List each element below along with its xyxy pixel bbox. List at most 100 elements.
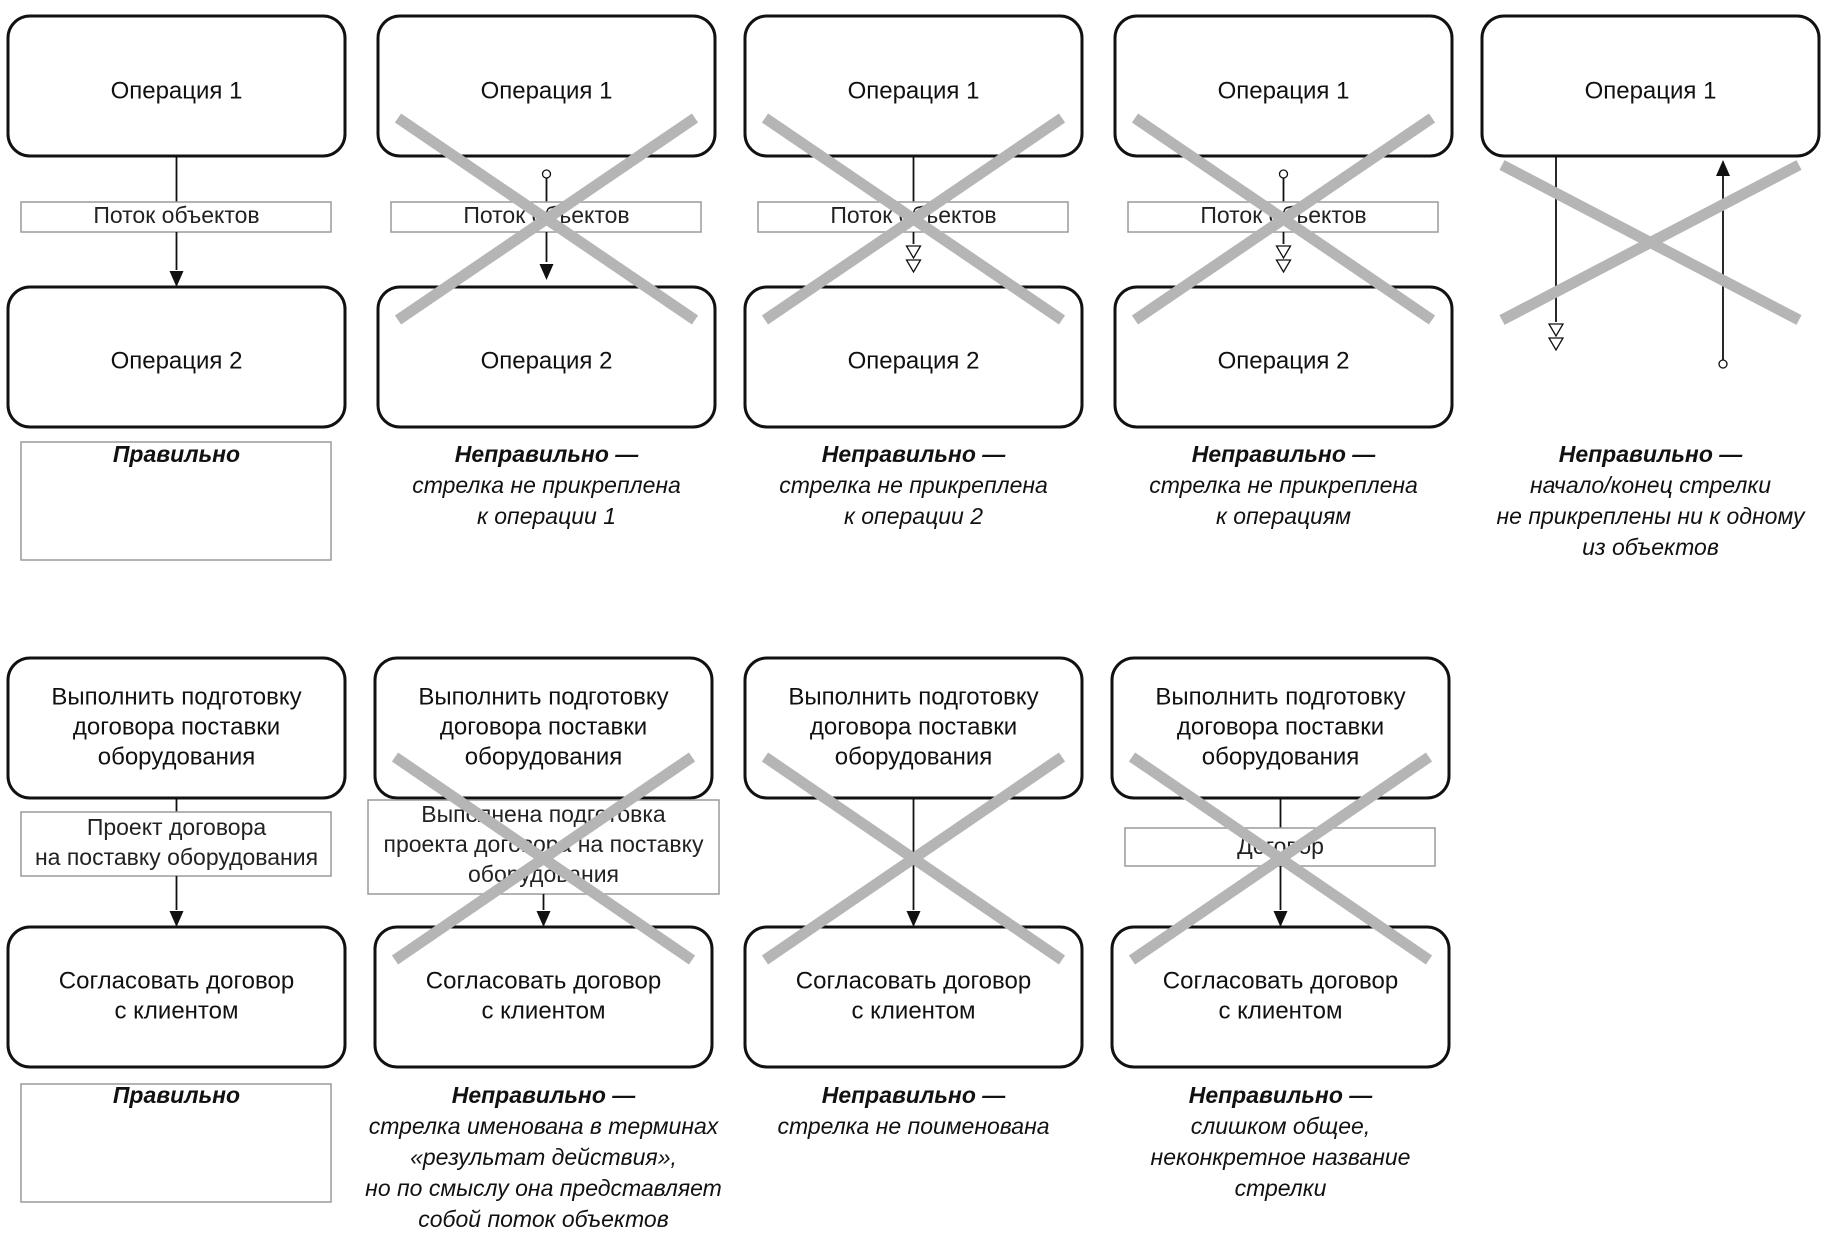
operation-1-label: договора поставки — [73, 713, 280, 740]
cross-stroke — [761, 752, 1066, 965]
flow-label-box — [367, 799, 720, 895]
operation-1-label: оборудования — [835, 743, 993, 770]
cross-stroke — [394, 113, 699, 325]
operation-2-label: Согласовать договор — [796, 967, 1031, 994]
verdict-title: Неправильно — — [1189, 1082, 1374, 1108]
cross-out-mark — [394, 113, 699, 325]
verdict-line: стрелка именована в терминах — [369, 1113, 720, 1139]
operation-1-label: Выполнить подготовку — [418, 683, 668, 710]
verdict-line: не прикреплены ни к одному — [1497, 503, 1806, 529]
operation-1-label: Операция 1 — [1218, 77, 1350, 104]
cross-stroke — [1499, 160, 1802, 325]
operation-2-label: Операция 2 — [1218, 347, 1350, 374]
verdict-title: Правильно — [113, 1082, 240, 1108]
verdict-line: стрелка не прикреплена — [412, 472, 681, 498]
flow-label: на поставку оборудования — [35, 844, 318, 870]
flow-label: Поток объектов — [93, 202, 259, 228]
hollow-arrowhead — [905, 245, 922, 260]
operation-1-label: Операция 1 — [848, 77, 980, 104]
arrowhead-icon — [169, 911, 184, 927]
verdict-line: к операции 2 — [844, 503, 983, 529]
flow-label-box — [20, 811, 332, 877]
hollow-arrowhead-icon — [905, 245, 922, 274]
operation-1-box — [376, 14, 717, 158]
verdict-line: собой поток объектов — [418, 1206, 668, 1232]
arrowhead-up-icon — [1716, 160, 1730, 176]
arrowhead-icon — [906, 911, 921, 927]
operation-1-label: Выполнить подготовку — [788, 683, 1038, 710]
verdict-line: стрелка не прикреплена — [1149, 472, 1418, 498]
hollow-arrowhead — [1547, 337, 1565, 352]
operation-2-label: с клиентом — [481, 997, 605, 1024]
operation-1-label: Операция 1 — [1585, 77, 1717, 104]
operation-1-box — [1480, 14, 1821, 158]
hollow-arrowhead-icon — [1275, 245, 1292, 274]
operation-1-label: Выполнить подготовку — [51, 683, 301, 710]
flow-label: оборудования — [468, 861, 619, 887]
verdict-title: Неправильно — — [452, 1082, 637, 1108]
cross-out-mark — [1499, 160, 1802, 325]
arrowhead-icon — [539, 264, 554, 280]
verdict-title: Неправильно — — [1192, 441, 1377, 467]
operation-1-label: оборудования — [465, 743, 623, 770]
cross-out-mark — [1131, 113, 1436, 325]
arrow-start-circle — [1718, 359, 1728, 369]
operation-2-box — [1113, 285, 1454, 429]
operation-1-label: Операция 1 — [481, 77, 613, 104]
hollow-arrowhead — [1275, 245, 1292, 260]
operation-1-label: Выполнить подготовку — [1155, 683, 1405, 710]
arrowhead-icon — [1273, 911, 1288, 927]
cross-out-mark — [761, 113, 1066, 325]
verdict-line: к операциям — [1216, 503, 1351, 529]
cross-stroke — [1128, 752, 1433, 965]
verdict-line: «результат действия», — [410, 1144, 677, 1170]
hollow-arrowhead — [1547, 323, 1565, 338]
cross-out-mark — [761, 752, 1066, 965]
panel-r1p5: Операция 1 Неправильно — начало/конец стре… — [1480, 14, 1821, 560]
verdict-line: неконкретное название — [1151, 1144, 1411, 1170]
hollow-arrowhead — [1275, 259, 1292, 274]
verdict-title: Неправильно — — [455, 441, 640, 467]
verdict-line: стрелки — [1235, 1175, 1327, 1201]
verdict-line: начало/конец стрелки — [1530, 472, 1771, 498]
verdict-title: Правильно — [113, 441, 240, 467]
arrow-start-circle — [541, 169, 552, 179]
operation-2-label: Операция 2 — [848, 347, 980, 374]
verdict-title: Неправильно — — [822, 1082, 1007, 1108]
operation-2-label: Операция 2 — [111, 347, 243, 374]
verdict-line: стрелка не поименована — [777, 1113, 1049, 1139]
operation-2-label: с клиентом — [114, 997, 238, 1024]
panel-r1p1: Операция 1 Операция 2 Поток объектовПравил… — [6, 14, 347, 561]
panel-r2p2: Выполнить подготовку договора поставки обо… — [365, 656, 722, 1232]
operation-1-label: договора поставки — [440, 713, 647, 740]
verdict-line: но по смыслу она представляет — [365, 1175, 722, 1201]
operation-1-label: оборудования — [1202, 743, 1360, 770]
cross-stroke — [391, 752, 696, 965]
operation-1-box — [1113, 14, 1454, 158]
operation-2-box — [743, 285, 1084, 429]
verdict-line: слишком общее, — [1191, 1113, 1370, 1139]
hollow-arrowhead — [905, 259, 922, 274]
verdict-line: стрелка не прикреплена — [779, 472, 1048, 498]
cross-stroke — [1131, 113, 1436, 325]
verdict-line: к операции 1 — [477, 503, 616, 529]
cross-stroke — [761, 113, 1066, 325]
flow-label: Проект договора — [87, 814, 267, 840]
verdict-frame — [20, 441, 332, 561]
panel-r2p3: Выполнить подготовку договора поставки обо… — [743, 656, 1084, 1139]
operation-1-label: Операция 1 — [111, 77, 243, 104]
operation-2-box — [376, 285, 717, 429]
verdict-title: Неправильно — — [1559, 441, 1744, 467]
operation-2-label: Согласовать договор — [1163, 967, 1398, 994]
operation-2-label: Согласовать договор — [59, 967, 294, 994]
operation-1-label: оборудования — [98, 743, 256, 770]
operation-2-label: Операция 2 — [481, 347, 613, 374]
panel-r2p1: Выполнить подготовку договора поставки обо… — [6, 656, 347, 1203]
operation-1-label: договора поставки — [810, 713, 1017, 740]
operation-2-label: с клиентом — [1218, 997, 1342, 1024]
